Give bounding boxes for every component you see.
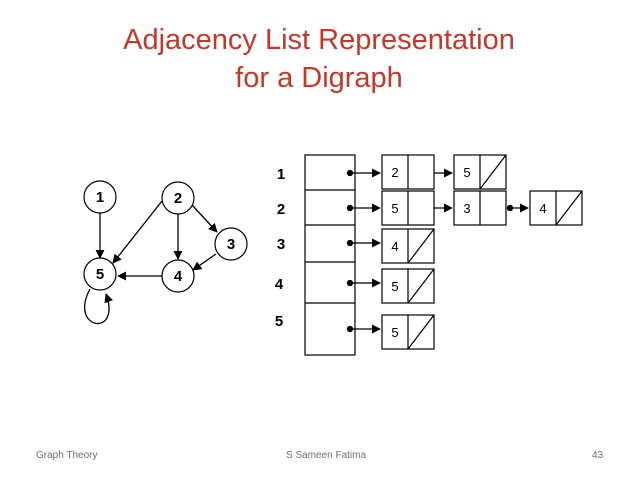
list-node-value: 5 [391,279,398,294]
list-node-null: 5 [453,154,507,190]
pointer-head-5 [346,324,381,334]
vertex-label-4: 4 [275,276,284,293]
footer-center: S Sameen Fatima [286,450,367,461]
slide-title-line1: Adjacency List Representation [123,24,515,56]
list-node: 3 [453,190,507,226]
pointer-2b-2c [506,203,529,213]
pointer-head-1 [346,168,381,178]
list-node: 2 [381,154,435,190]
graph-nodes: 1 2 3 4 5 [83,180,248,293]
graph-node-4: 4 [161,259,195,293]
head-array [304,154,356,356]
edge-2-5 [112,200,163,264]
graph-edges [84,200,218,325]
footer-page-number: 43 [592,450,604,461]
slide-title-line2: for a Digraph [235,62,403,94]
list-node: 5 [381,190,435,226]
list-pointers [346,168,529,334]
graph-node-label: 5 [96,266,104,283]
graph-node-label: 4 [174,268,183,285]
edge-2-3 [191,204,218,233]
graph-node-label: 2 [174,190,182,207]
graph-node-2: 2 [161,181,195,215]
edge-3-4 [192,253,217,271]
list-node-null: 4 [381,228,435,264]
vertex-label-1: 1 [277,166,285,183]
list-node-value: 5 [391,201,398,216]
list-node-value: 4 [391,239,398,254]
graph-node-label: 1 [96,189,104,206]
edge-5-5-loop [84,288,114,325]
vertex-label-3: 3 [277,236,285,253]
pointer-head-2 [346,203,381,213]
footer-left: Graph Theory [36,450,98,461]
list-node-null: 4 [529,190,583,226]
list-node-null: 5 [381,268,435,304]
vertex-labels: 1 2 3 4 5 [275,166,285,330]
list-node-value: 2 [391,165,398,180]
graph-node-3: 3 [214,227,248,261]
pointer-head-3 [346,238,381,248]
list-node-value: 5 [463,165,470,180]
list-nodes: 2 5 5 3 4 4 [381,154,583,350]
graph-node-5: 5 [83,257,117,291]
vertex-label-2: 2 [277,201,285,218]
list-node-value: 5 [391,325,398,340]
list-node-null: 5 [381,314,435,350]
graph-node-1: 1 [83,180,117,214]
pointer-head-4 [346,278,381,288]
vertex-label-5: 5 [275,313,283,330]
list-node-value: 3 [463,201,470,216]
list-node-value: 4 [539,201,546,216]
graph-node-label: 3 [227,236,235,253]
